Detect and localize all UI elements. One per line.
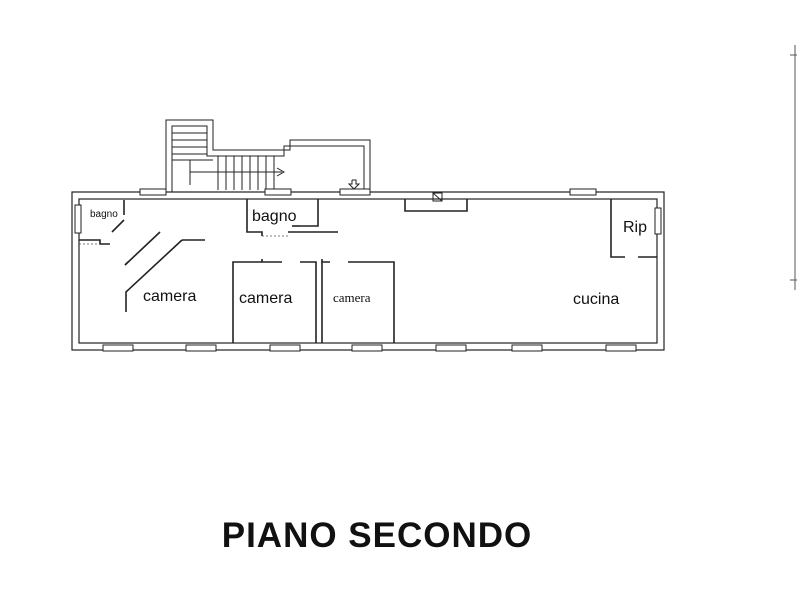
room-label-rip: Rip — [623, 219, 647, 236]
adjacent-drawing-edge — [790, 45, 797, 290]
interior-walls — [79, 199, 657, 343]
room-label-camera-3: camera — [333, 290, 371, 305]
exterior-walls — [71, 191, 665, 351]
entrance-arrow-icon — [347, 179, 361, 190]
room-label-camera-1: camera — [143, 288, 196, 305]
room-label-bagno-small: bagno — [90, 209, 118, 220]
room-label-cucina: cucina — [573, 291, 619, 308]
chimney-flue-icon — [432, 192, 443, 202]
room-label-bagno: bagno — [252, 208, 297, 225]
staircase — [165, 119, 371, 192]
room-label-camera-2: camera — [239, 290, 292, 307]
door-thresholds — [79, 235, 288, 245]
windows — [74, 188, 662, 352]
floor-title: PIANO SECONDO — [221, 516, 533, 555]
